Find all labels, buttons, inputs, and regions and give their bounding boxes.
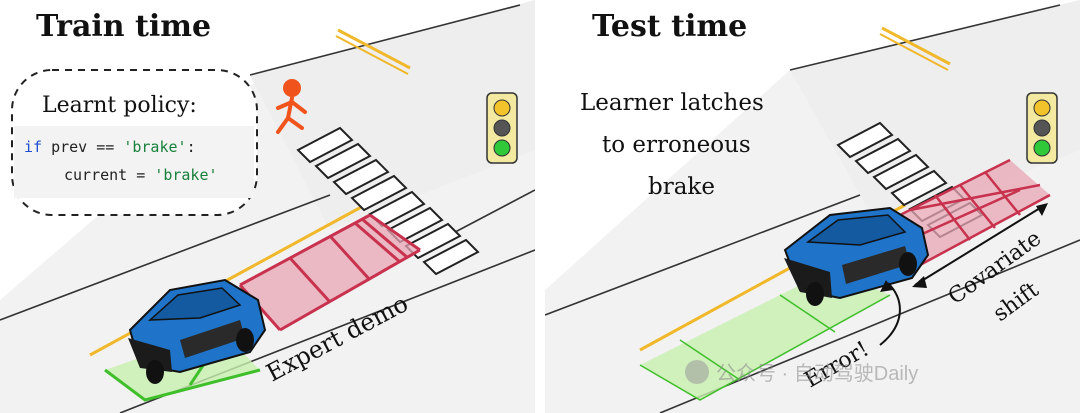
code-line-1: if prev == 'brake': [24,138,196,156]
caption-line: to erroneous [602,132,751,158]
traffic-light-icon [1027,93,1057,163]
panel-title: Test time [592,9,747,44]
caption-line: brake [648,174,715,200]
policy-box: Learnt policy: if prev == 'brake': curre… [12,70,257,215]
code-line-2: current = 'brake' [64,166,218,184]
traffic-light-icon [487,93,517,163]
caption-line: Learner latches [580,90,764,116]
panel-title: Train time [36,9,211,44]
watermark-text: 公众号 · 自动驾驶Daily [716,362,918,385]
policy-heading: Learnt policy: [42,93,197,118]
watermark: 公众号 · 自动驾驶Daily [685,360,918,385]
test-panel: Test time Learner latches to erroneous b… [545,0,1080,413]
train-panel: Train time Learnt policy: if prev == 'br… [0,0,535,413]
